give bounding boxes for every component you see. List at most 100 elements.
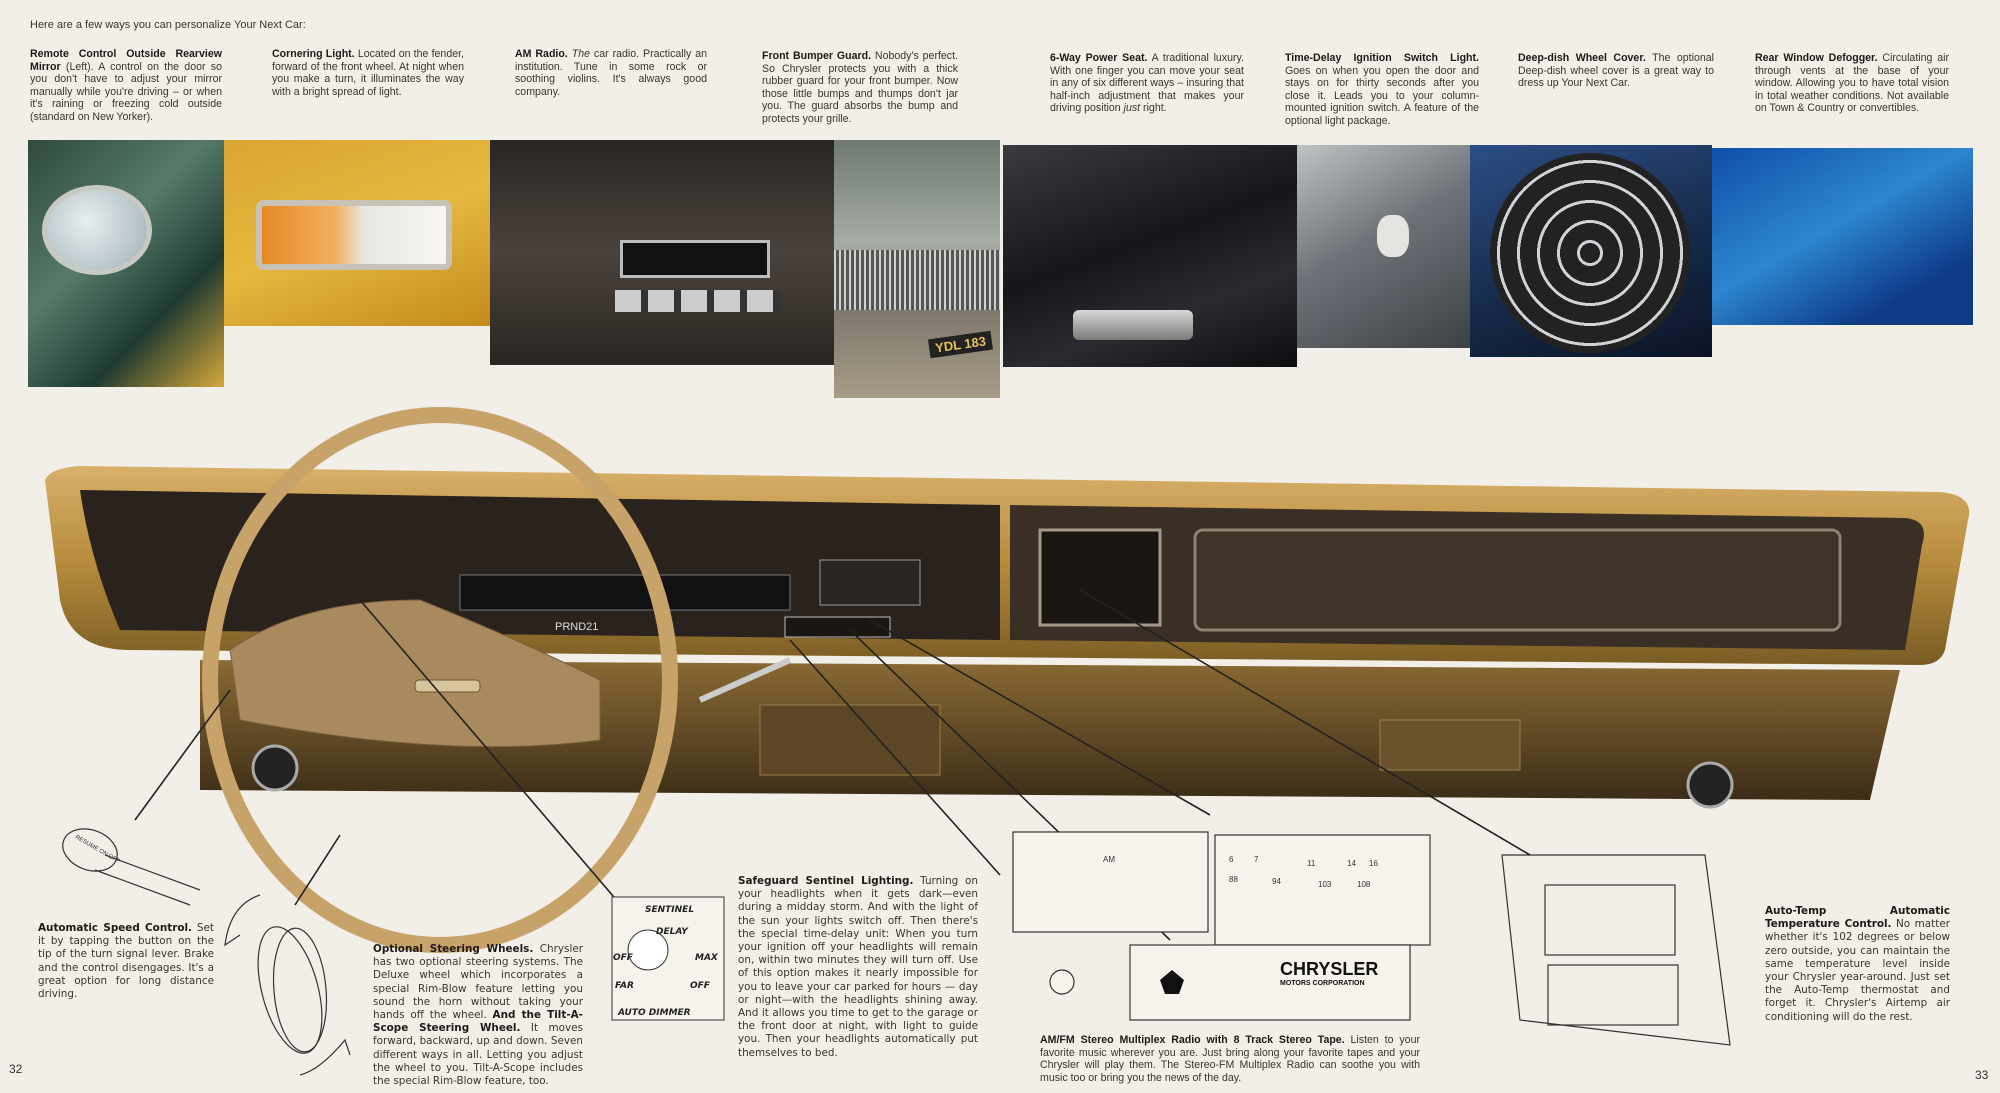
feature-defogger: Rear Window Defogger. Circulating air th… <box>1755 52 1949 115</box>
speedometer-strip <box>459 574 791 611</box>
feature-wheel-cover: Deep-dish Wheel Cover. The optional Deep… <box>1518 52 1714 90</box>
svg-text:7: 7 <box>1254 855 1259 864</box>
photo-bumper-guard: YDL 183 <box>834 140 1000 398</box>
svg-text:AUTO DIMMER: AUTO DIMMER <box>617 1008 691 1018</box>
svg-text:103: 103 <box>1318 880 1332 889</box>
svg-text:MAX: MAX <box>695 953 719 963</box>
svg-text:94: 94 <box>1272 877 1281 886</box>
glovebox-door <box>1193 528 1842 632</box>
svg-text:108: 108 <box>1357 880 1371 889</box>
svg-text:OFF: OFF <box>613 953 634 963</box>
autotemp-vent-sketch <box>1501 854 1731 1046</box>
radio-dial <box>620 240 770 278</box>
feature-power-seat: 6-Way Power Seat. A traditional luxury. … <box>1050 52 1244 115</box>
feature-title: Deep-dish Wheel Cover. <box>1518 52 1646 64</box>
feature-title: Optional Steering Wheels. <box>373 943 534 955</box>
svg-text:14: 14 <box>1347 859 1356 868</box>
photo-wheel-cover <box>1470 145 1712 357</box>
feature-body: A traditional luxury. With one finger yo… <box>1050 52 1244 115</box>
feature-cornering-light: Cornering Light. Located on the fender, … <box>272 48 464 98</box>
feature-mirror: Remote Control Outside Rearview Mirror (… <box>30 48 222 124</box>
feature-body: right. <box>1140 102 1167 115</box>
feature-title: AM Radio. <box>515 48 568 60</box>
feature-sentinel-lighting: Safeguard Sentinel Lighting. Turning on … <box>738 875 978 1060</box>
turn-signal-lever <box>698 657 792 703</box>
svg-text:CHRYSLER: CHRYSLER <box>1280 959 1378 979</box>
svg-text:SENTINEL: SENTINEL <box>645 905 694 915</box>
vent-round-right <box>1686 761 1734 809</box>
feature-ignition-light: Time-Delay Ignition Switch Light. Goes o… <box>1285 52 1479 128</box>
svg-text:RESUME ON OFF: RESUME ON OFF <box>74 835 121 865</box>
speed-control-sketch: RESUME ON OFF <box>62 828 201 906</box>
feature-title: Auto-Temp Automatic Temperature Control. <box>1765 905 1950 931</box>
svg-text:MOTORS CORPORATION: MOTORS CORPORATION <box>1280 980 1365 987</box>
feature-bumper-guard: Front Bumper Guard. Nobody's perfect. So… <box>762 50 958 126</box>
feature-title: Remote Control Outside Rearview Mirror <box>30 48 222 73</box>
svg-text:88: 88 <box>1229 875 1238 884</box>
cornering-lamp <box>256 200 452 270</box>
feature-body: Nobody's perfect. So Chrysler protects y… <box>762 50 958 125</box>
photo-rear-defogger <box>1712 148 1973 325</box>
page-number-left: 32 <box>9 1062 23 1076</box>
callout-lines <box>134 589 1531 941</box>
feature-speed-control: Automatic Speed Control. Set it by tappi… <box>38 922 214 1001</box>
tape-slot <box>784 616 891 638</box>
svg-text:16: 16 <box>1369 859 1378 868</box>
tilt-wheel-sketch <box>224 894 351 1076</box>
feature-title: Rear Window Defogger. <box>1755 52 1878 64</box>
sentinel-sketch: SENTINEL DELAY OFF MAX FAR OFF AUTO DIMM… <box>611 896 725 1021</box>
radio-buttons <box>615 290 780 312</box>
feature-title: Safeguard Sentinel Lighting. <box>738 875 914 887</box>
svg-text:FAR: FAR <box>615 981 634 991</box>
gear-indicator: PRND21 <box>555 621 598 633</box>
svg-text:DELAY: DELAY <box>656 927 689 937</box>
feature-stereo-radio: AM/FM Stereo Multiplex Radio with 8 Trac… <box>1040 1034 1420 1084</box>
feature-body: Turning on your headlights when it gets … <box>738 875 978 1059</box>
feature-auto-temp: Auto-Temp Automatic Temperature Control.… <box>1765 905 1950 1024</box>
page-number-right: 33 <box>1975 1068 1989 1082</box>
intro-text: Here are a few ways you can personalize … <box>30 19 306 31</box>
photo-power-seat <box>1003 145 1297 367</box>
feature-body: Set it by tapping the button on the tip … <box>38 922 214 1001</box>
photo-am-radio <box>490 140 834 365</box>
feature-title: 6-Way Power Seat. <box>1050 52 1148 64</box>
photo-cornering-light <box>224 140 490 326</box>
feature-title: And the Tilt-A-Scope Steering Wheel. <box>373 1009 583 1035</box>
feature-body: (Left). A control on the door so you don… <box>30 60 222 123</box>
feature-title: Front Bumper Guard. <box>762 50 872 62</box>
feature-steering-wheels: Optional Steering Wheels. Chrysler has t… <box>373 943 583 1088</box>
feature-title: Time-Delay Ignition Switch Light. <box>1285 52 1479 64</box>
feature-body: Circulating air through vents at the bas… <box>1755 52 1949 115</box>
feature-title: Cornering Light. <box>272 48 355 60</box>
feature-body: Goes on when you open the door and stays… <box>1285 64 1479 127</box>
steering-wheel <box>202 407 678 953</box>
radio-sketch: AM CHRYSLER MOTORS CORPORATION 6 7 11 14… <box>1012 831 1431 1021</box>
seat-control <box>1073 310 1193 340</box>
feature-title: AM/FM Stereo Multiplex Radio with 8 Trac… <box>1040 1034 1345 1046</box>
mirror-shape <box>42 185 152 275</box>
feature-body: car radio. Practically an institution. T… <box>515 48 707 98</box>
air-vent-left <box>1038 528 1162 627</box>
feature-am-radio: AM Radio. The car radio. Practically an … <box>515 48 707 98</box>
radio-unit <box>819 559 921 606</box>
svg-text:11: 11 <box>1307 859 1316 868</box>
feature-body: No matter whether it's 102 degrees or be… <box>1765 918 1950 1023</box>
feature-body: Listen to your favorite music wherever y… <box>1040 1034 1420 1084</box>
svg-text:6: 6 <box>1229 855 1234 864</box>
feature-body: Located on the fender, forward of the fr… <box>272 48 464 98</box>
svg-text:OFF: OFF <box>690 981 711 991</box>
photo-ignition-light <box>1297 145 1470 348</box>
wheel-cover <box>1490 153 1690 353</box>
grille <box>834 250 1000 310</box>
lower-drawer-left <box>759 704 941 776</box>
feature-body: Chrysler has two optional steering syste… <box>373 943 583 1022</box>
svg-text:AM: AM <box>1103 855 1115 864</box>
vent-round-left <box>251 744 299 792</box>
feature-body: The optional Deep-dish wheel cover is a … <box>1518 52 1714 90</box>
feature-italic: just <box>1123 102 1141 115</box>
ignition-key <box>1377 215 1409 257</box>
photo-rearview-mirror <box>28 140 224 387</box>
feature-body: It moves forward, backward, up and down.… <box>373 1022 583 1088</box>
lower-drawer-right <box>1379 719 1521 771</box>
